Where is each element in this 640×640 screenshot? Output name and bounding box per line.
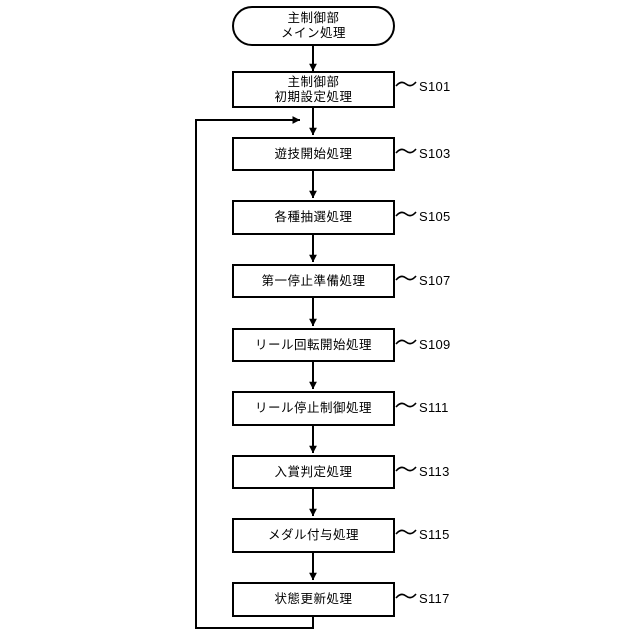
node-s117: 状態更新処理	[232, 582, 395, 617]
node-text-line-1: リール停止制御処理	[254, 401, 372, 415]
node-text-line-1: リール回転開始処理	[254, 337, 372, 352]
node-s115: メダル付与処理	[232, 518, 395, 553]
node-text-line-1: 主制御部	[287, 74, 340, 89]
step-label-s111: S111	[419, 400, 449, 415]
step-label-s107: S107	[419, 273, 451, 288]
node-text-line-2: 初期設定処理	[274, 89, 353, 104]
step-label-s103: S103	[419, 146, 451, 161]
step-label-s115: S115	[419, 527, 450, 542]
step-label-leaders	[395, 81, 417, 599]
node-s109: リール回転開始処理	[232, 328, 395, 362]
step-label-s113: S113	[419, 464, 450, 479]
node-main-process-start: 主制御部 メイン処理	[232, 6, 395, 46]
node-s101: 主制御部 初期設定処理	[232, 71, 395, 108]
step-label-s117: S117	[419, 591, 450, 606]
step-label-s105: S105	[419, 209, 451, 224]
node-text-line-1: 状態更新処理	[274, 592, 353, 606]
node-s111: リール停止制御処理	[232, 391, 395, 426]
node-text-line-1: 入賞判定処理	[274, 464, 353, 479]
feedback-loop-path	[195, 116, 314, 629]
step-label-s101: S101	[419, 79, 451, 94]
node-text-line-1: 各種抽選処理	[274, 210, 353, 224]
node-text-line-1: 第一停止準備処理	[261, 273, 366, 288]
node-s113: 入賞判定処理	[232, 455, 395, 489]
node-s107: 第一停止準備処理	[232, 264, 395, 298]
node-text-line-1: メダル付与処理	[267, 528, 359, 542]
node-s103: 遊技開始処理	[232, 137, 395, 171]
node-text-line-1: 遊技開始処理	[274, 146, 353, 161]
node-text-line-1: 主制御部	[287, 11, 340, 25]
node-text-line-2: メイン処理	[280, 26, 346, 40]
node-s105: 各種抽選処理	[232, 200, 395, 235]
step-label-s109: S109	[419, 337, 451, 352]
